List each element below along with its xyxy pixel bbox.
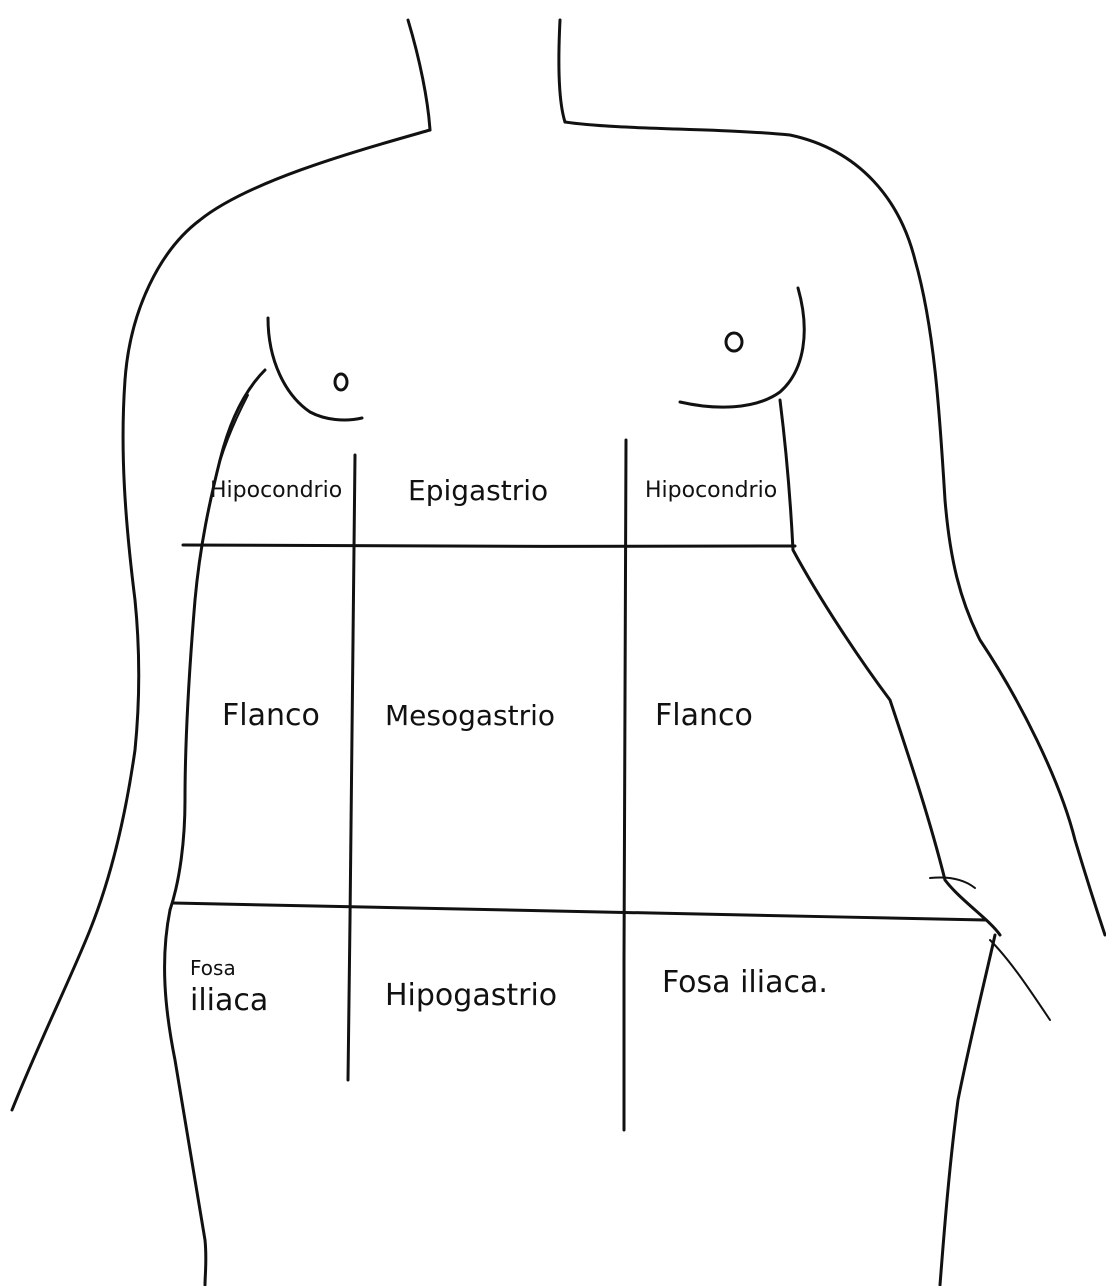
label-hipocondrio-izquierdo: Hipocondrio <box>645 478 777 503</box>
neck-left-line <box>408 20 430 130</box>
right-nipple-icon <box>726 333 742 351</box>
right-hip-line <box>940 935 995 1285</box>
right-torso-line <box>780 400 1000 935</box>
right-breast-line <box>680 288 804 407</box>
right-waist-sketch-line <box>930 877 975 888</box>
left-vertical-divider <box>348 455 355 1080</box>
chest-outline <box>268 288 804 420</box>
label-epigastrio: Epigastrio <box>408 474 548 507</box>
torso-outline <box>12 20 1105 1285</box>
region-grid <box>173 440 985 1130</box>
label-mesogastrio: Mesogastrio <box>385 699 555 732</box>
left-torso-sketch-line <box>215 395 248 480</box>
label-fosa-iliaca-izquierda: Fosa iliaca. <box>662 965 828 1000</box>
region-labels: Hipocondrio Epigastrio Hipocondrio Flanc… <box>190 474 828 1018</box>
label-flanco-izquierdo: Flanco <box>655 698 753 733</box>
right-vertical-divider <box>624 440 626 1130</box>
neck-right-line <box>559 20 565 122</box>
left-torso-line <box>170 370 265 910</box>
lower-horizontal-divider <box>173 903 985 920</box>
left-nipple-icon <box>335 374 347 390</box>
right-hip-sketch-line <box>990 940 1050 1020</box>
right-shoulder-line <box>565 122 1105 935</box>
label-fosa-iliaca-derecha-2: iliaca <box>190 983 268 1018</box>
label-flanco-derecho: Flanco <box>222 698 320 733</box>
label-hipocondrio-derecho: Hipocondrio <box>210 478 342 503</box>
upper-horizontal-divider <box>183 545 795 546</box>
label-hipogastrio: Hipogastrio <box>385 978 557 1013</box>
left-breast-line <box>268 318 362 420</box>
label-fosa-iliaca-derecha-1: Fosa <box>190 956 236 980</box>
